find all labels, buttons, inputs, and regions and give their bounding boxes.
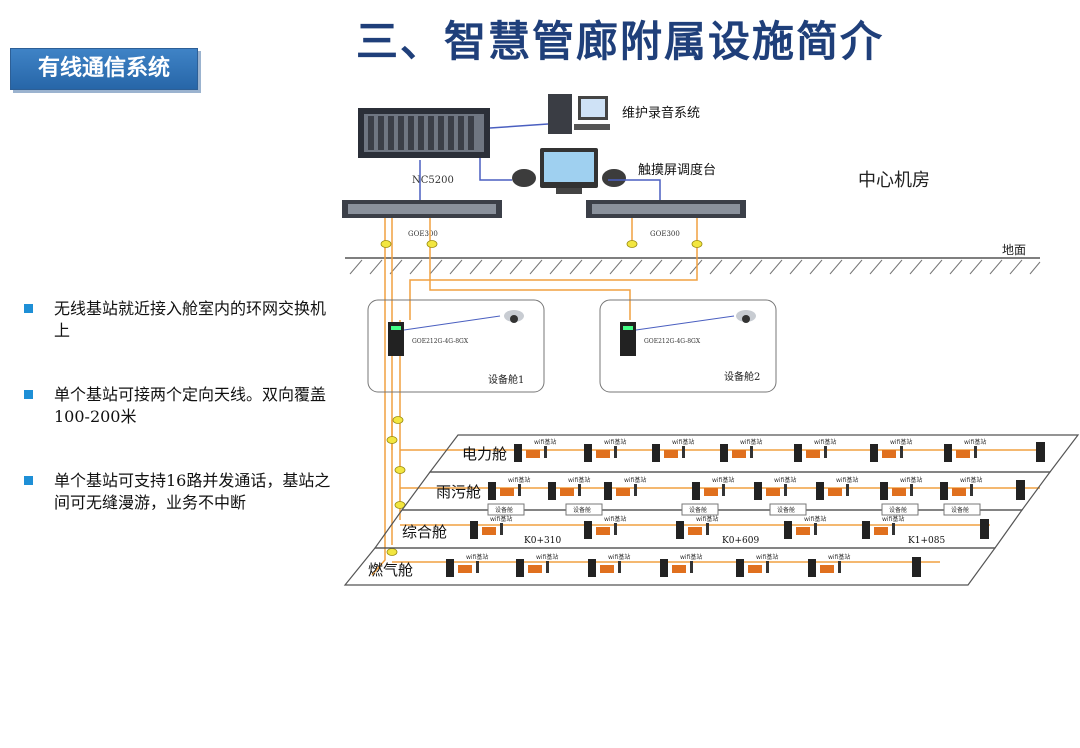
ring-switch-1-label: GOE212G-4G-8GX [412, 338, 469, 345]
small-equip-label: 设备舱 [689, 506, 707, 514]
dispatch-label: 触摸屏调度台 [638, 162, 716, 178]
cabin-sewage-label: 雨污舱 [436, 483, 481, 501]
cabinet-icon [912, 557, 921, 577]
recorder-pc-icon [548, 94, 610, 134]
wifi-station-label: wifi基站 [836, 476, 858, 484]
cabin-power-label: 电力舱 [462, 445, 507, 463]
cabinet-icon [1016, 480, 1025, 500]
core-switch-right-label: GOE300 [650, 230, 680, 238]
section-badge: 有线通信系统 [10, 48, 198, 90]
small-equip-label: 设备舱 [573, 506, 591, 514]
wifi-station-label: wifi基站 [774, 476, 796, 484]
ring-switch-2-icon [620, 322, 636, 356]
bullet-square-icon [24, 304, 33, 313]
wifi-station-label: wifi基站 [882, 515, 904, 523]
wifi-station-label: wifi基站 [534, 438, 556, 446]
bullet-item: 无线基站就近接入舱室内的环网交换机上 [22, 298, 332, 342]
station-k1-085: K1+085 [908, 536, 945, 546]
wifi-station-label: wifi基站 [568, 476, 590, 484]
wifi-station-label: wifi基站 [756, 553, 778, 561]
fiber-connector-icons [380, 240, 703, 556]
wifi-station-label: wifi基站 [960, 476, 982, 484]
wifi-station-label: wifi基站 [680, 553, 702, 561]
camera-2-link [635, 315, 735, 331]
cabinet-icon [1036, 442, 1045, 462]
equip-room-1-label: 设备舱1 [488, 373, 524, 386]
ground-label: 地面 [1002, 243, 1026, 257]
nc5200-label: NC5200 [412, 175, 454, 186]
ground-hatch [349, 259, 1041, 275]
core-switch-left-icon [342, 200, 502, 218]
cabin-gas-label: 燃气舱 [368, 561, 413, 579]
wifi-station-label: wifi基站 [740, 438, 762, 446]
bullet-item: 单个基站可支持16路并发通话，基站之间可无缝漫游，业务不中断 [22, 470, 332, 514]
camera-1-icon [504, 310, 524, 323]
station-k0-310: K0+310 [524, 536, 561, 546]
ring-switch-2-label: GOE212G-4G-8GX [644, 338, 701, 345]
page-title: 三、智慧管廊附属设施简介 [355, 17, 884, 66]
small-equip-label: 设备舱 [495, 506, 513, 514]
bullet-text: 无线基站就近接入舱室内的环网交换机上 [54, 299, 327, 340]
wifi-station-label: wifi基站 [508, 476, 530, 484]
center-room-label: 中心机房 [858, 170, 930, 191]
wifi-stations-power: wifi基站 wifi基站 wifi基站 wifi基站 wifi基站 wifi基… [514, 438, 1045, 462]
bullet-square-icon [24, 476, 33, 485]
recorder-label: 维护录音系统 [622, 105, 700, 121]
cabin-tiers [343, 434, 1080, 586]
wifi-station-label: wifi基站 [890, 438, 912, 446]
wifi-stations-gas: wifi基站 wifi基站 wifi基站 wifi基站 wifi基站 wifi基… [446, 553, 921, 577]
station-k0-609: K0+609 [722, 536, 759, 546]
small-equip-label: 设备舱 [889, 506, 907, 514]
equipment-room-2 [599, 299, 777, 393]
wifi-station-label: wifi基站 [608, 553, 630, 561]
wifi-station-label: wifi基站 [804, 515, 826, 523]
wifi-station-label: wifi基站 [466, 553, 488, 561]
camera-2-icon [736, 310, 756, 323]
bullet-item: 单个基站可接两个定向天线。双向覆盖100-200米 [22, 384, 332, 428]
small-equip-label: 设备舱 [951, 506, 969, 514]
small-equip-label: 设备舱 [777, 506, 795, 514]
wifi-station-label: wifi基站 [964, 438, 986, 446]
wifi-station-label: wifi基站 [624, 476, 646, 484]
bullet-text: 单个基站可接两个定向天线。双向覆盖100-200米 [54, 385, 327, 426]
wifi-station-label: wifi基站 [712, 476, 734, 484]
bullet-square-icon [24, 390, 33, 399]
cabin-utility-label: 综合舱 [402, 523, 447, 541]
wifi-station-label: wifi基站 [672, 438, 694, 446]
wifi-station-label: wifi基站 [604, 515, 626, 523]
wifi-stations-sewage: wifi基站 wifi基站 wifi基站 wifi基站 wifi基站 wifi基… [488, 476, 1025, 500]
core-switch-left-label: GOE300 [408, 230, 438, 238]
ring-switch-1-icon [388, 322, 404, 356]
nc5200-rack-icon [358, 108, 490, 158]
wifi-station-label: wifi基站 [900, 476, 922, 484]
bullet-list: 无线基站就近接入舱室内的环网交换机上 单个基站可接两个定向天线。双向覆盖100-… [22, 298, 332, 556]
equipment-room-1 [367, 299, 545, 393]
wifi-station-label: wifi基站 [696, 515, 718, 523]
wifi-station-label: wifi基站 [828, 553, 850, 561]
cabinet-icon [980, 519, 989, 539]
equip-room-2-label: 设备舱2 [724, 370, 760, 383]
control-links [419, 123, 661, 200]
small-equip-rooms [487, 503, 981, 516]
wifi-stations-utility: wifi基站 wifi基站 wifi基站 wifi基站 wifi基站 [470, 515, 989, 539]
wifi-station-label: wifi基站 [536, 553, 558, 561]
camera-1-link [403, 315, 501, 331]
wifi-station-label: wifi基站 [604, 438, 626, 446]
bullet-text: 单个基站可支持16路并发通话，基站之间可无缝漫游，业务不中断 [54, 471, 331, 512]
wifi-station-label: wifi基站 [490, 515, 512, 523]
core-switch-right-icon [586, 200, 746, 218]
wifi-station-label: wifi基站 [814, 438, 836, 446]
dispatch-console-icon [512, 148, 626, 194]
